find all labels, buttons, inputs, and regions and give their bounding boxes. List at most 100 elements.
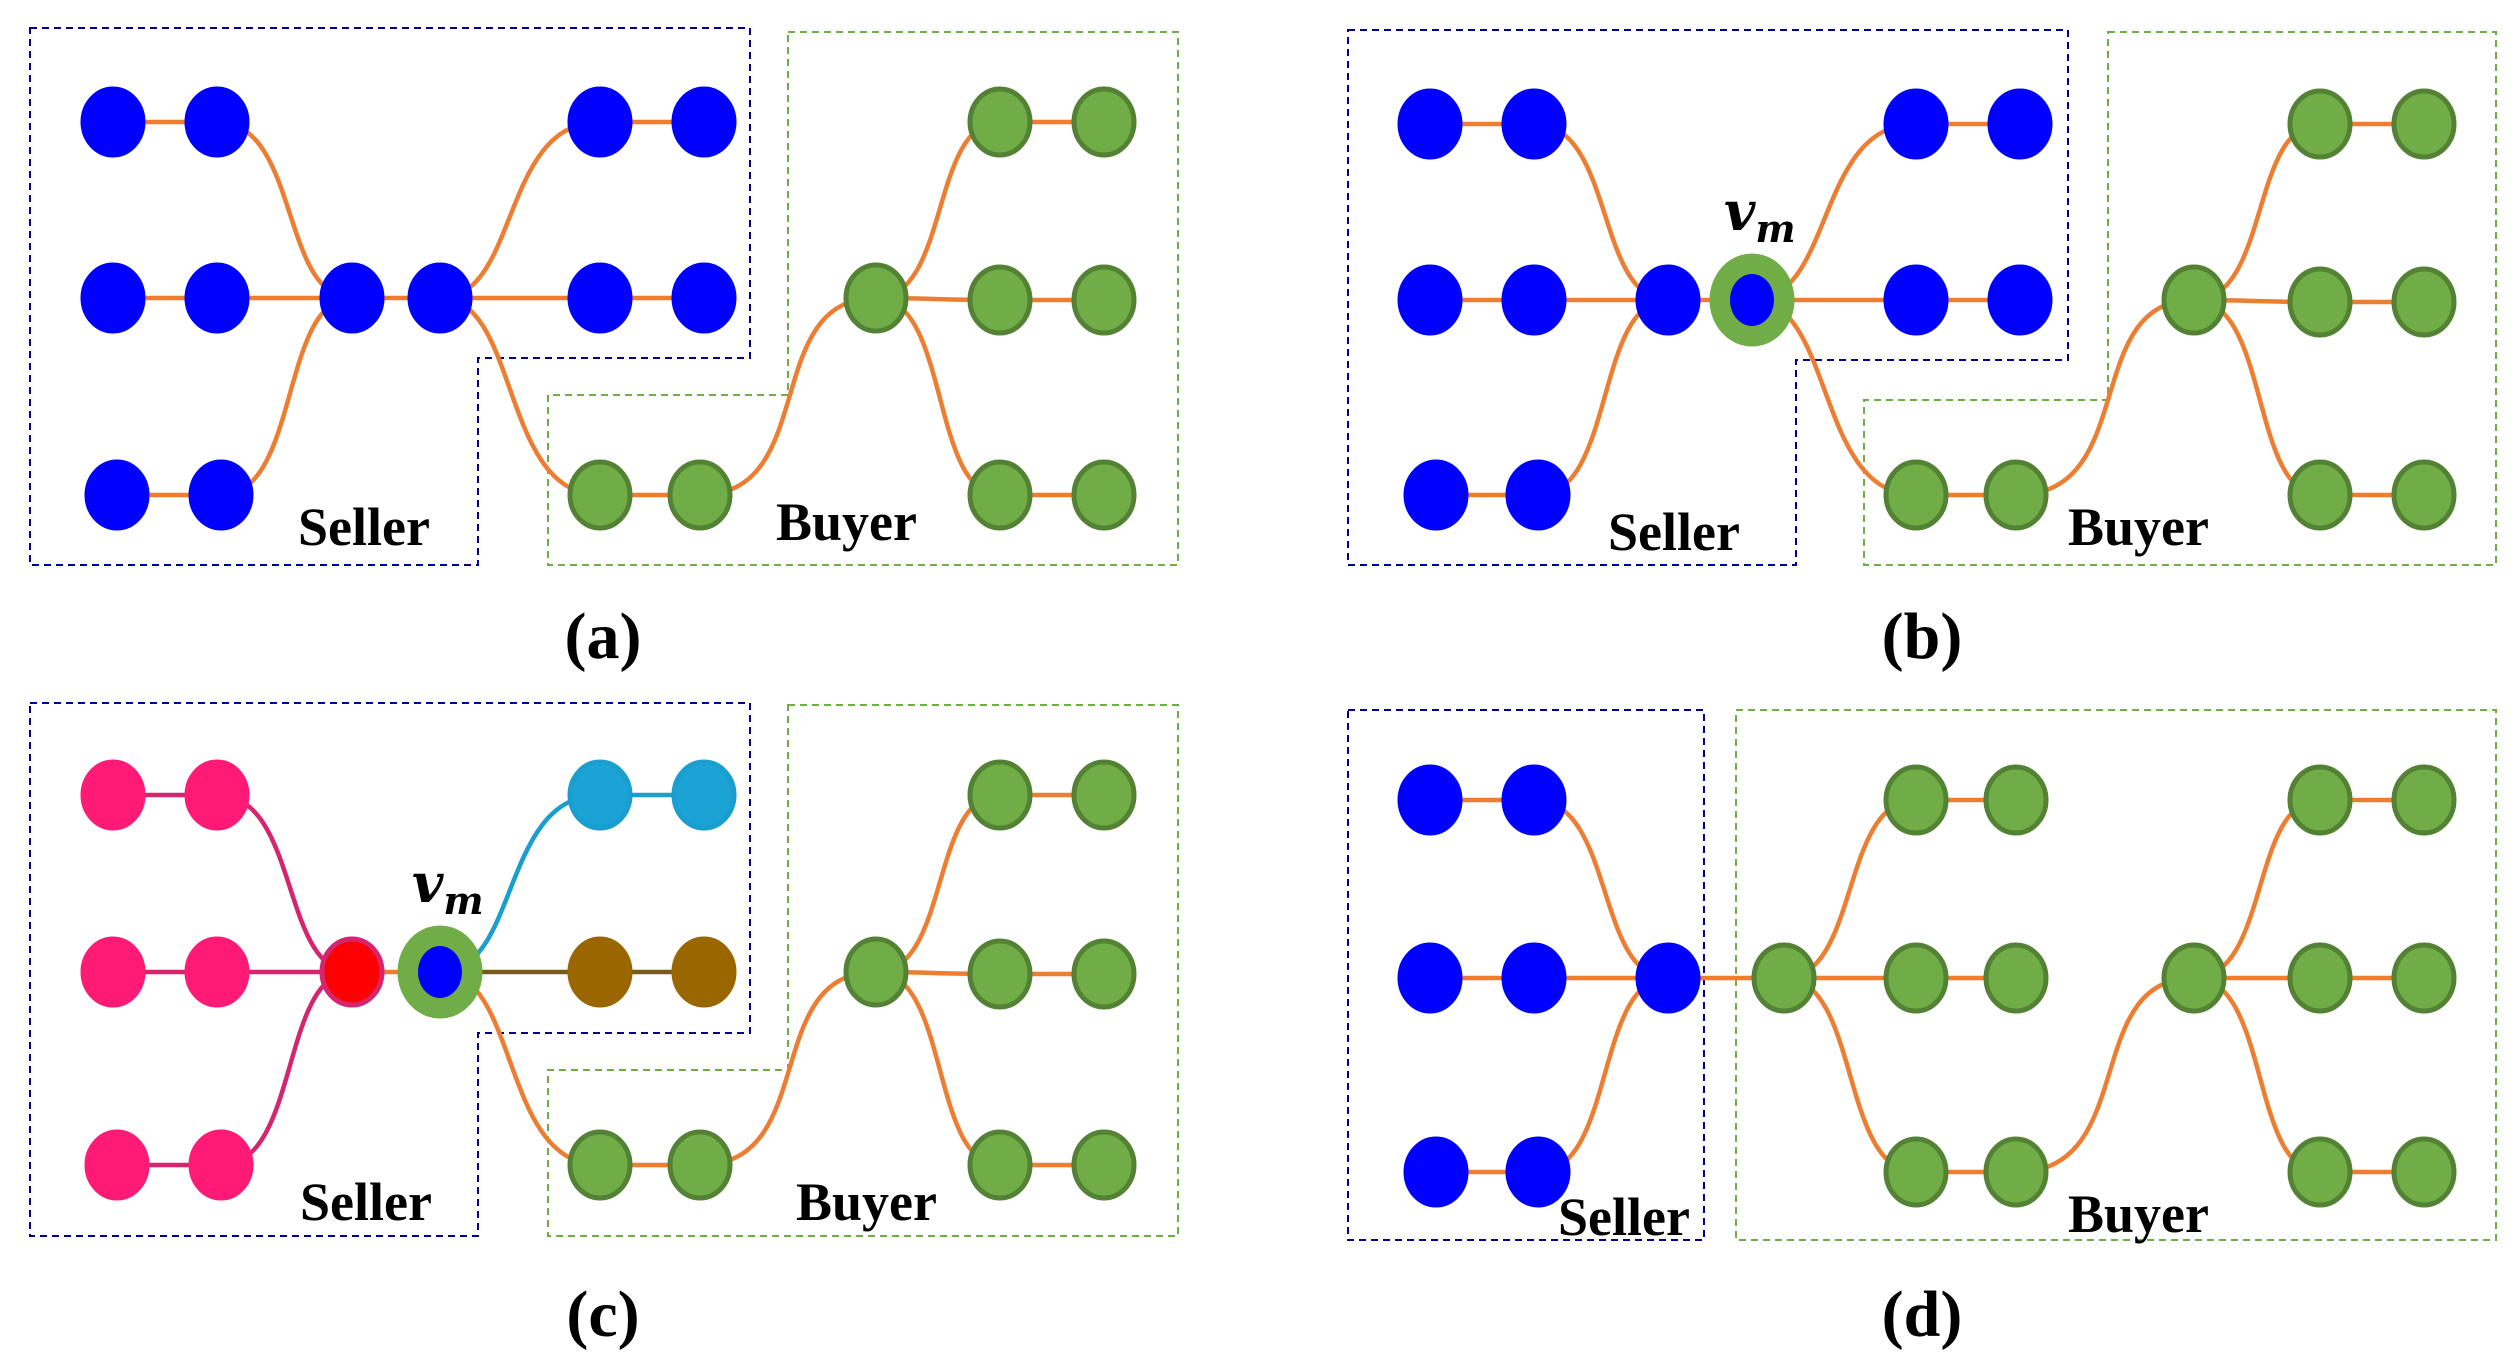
edge	[437, 119, 603, 301]
edge	[2191, 975, 2323, 1175]
vm-symbol: v	[412, 851, 444, 915]
buyer-node	[2287, 88, 2353, 160]
seller-node	[1403, 1136, 1469, 1208]
buyer-node	[2287, 764, 2353, 836]
buyer-label: Buyer	[776, 492, 917, 552]
seller-node	[1505, 459, 1571, 531]
panel-caption: (b)	[1882, 600, 1963, 673]
edge	[218, 969, 355, 1168]
buyer-node	[567, 1129, 633, 1201]
seller-node	[567, 86, 633, 158]
buyer-node	[1883, 1136, 1949, 1208]
buyer-node	[1071, 264, 1137, 336]
seller-node	[671, 262, 737, 334]
buyer-node	[2391, 942, 2457, 1014]
pink-node	[80, 759, 146, 831]
pink-node	[84, 1129, 150, 1201]
buyer-node	[1883, 942, 1949, 1014]
seller-node	[1397, 942, 1463, 1014]
buyer-node	[2161, 942, 2227, 1014]
nodes	[80, 759, 1137, 1201]
seller-node	[80, 262, 146, 334]
buyer-label: Buyer	[796, 1172, 937, 1232]
edge	[1535, 975, 1671, 1175]
buyer-node	[1751, 942, 1817, 1014]
edge	[218, 295, 355, 498]
buyer-node	[1071, 86, 1137, 158]
buyer-node	[1983, 1136, 2049, 1208]
panel-caption: (c)	[566, 1278, 639, 1351]
seller-node	[1883, 264, 1949, 336]
seller-node	[407, 262, 473, 334]
pink-node	[184, 936, 250, 1008]
cyan-node	[671, 759, 737, 831]
edge	[697, 969, 879, 1168]
buyer-node	[967, 86, 1033, 158]
seller-node	[184, 86, 250, 158]
red-node	[319, 936, 385, 1008]
seller-region-box	[1347, 709, 1705, 1241]
seller-label: Seller	[1558, 1187, 1690, 1247]
panel-a: Seller Buyer (a)	[29, 27, 1179, 673]
seller-node	[84, 459, 150, 531]
buyer-node	[843, 936, 909, 1008]
seller-label: Seller	[1608, 502, 1740, 562]
brown-node	[671, 936, 737, 1008]
nodes	[1397, 764, 2457, 1208]
buyer-node	[2287, 459, 2353, 531]
seller-node	[1501, 764, 1567, 836]
edge	[697, 295, 879, 498]
seller-node	[1501, 942, 1567, 1014]
seller-region-box	[1347, 29, 2069, 566]
seller-node	[1505, 1136, 1571, 1208]
buyer-node	[967, 759, 1033, 831]
seller-node	[1397, 264, 1463, 336]
buyer-node	[1983, 459, 2049, 531]
cyan-node	[567, 759, 633, 831]
seller-label: Seller	[300, 1172, 432, 1232]
seller-node	[1501, 88, 1567, 160]
buyer-node	[2391, 459, 2457, 531]
edge	[437, 295, 603, 498]
buyer-node	[843, 262, 909, 334]
buyer-node	[967, 938, 1033, 1010]
buyer-node	[2391, 88, 2457, 160]
seller-node	[1501, 264, 1567, 336]
vm-label: vm	[412, 851, 484, 923]
buyer-node	[1071, 759, 1137, 831]
buyer-region-box	[1735, 709, 2497, 1241]
seller-node	[1987, 88, 2053, 160]
buyer-label: Buyer	[2068, 1184, 2209, 1244]
buyer-node	[1071, 1129, 1137, 1201]
edge	[2013, 297, 2197, 498]
panel-b: vm Seller Buyer (b)	[1347, 29, 2497, 673]
seller-node	[184, 262, 250, 334]
seller-node	[319, 262, 385, 334]
vm-subscript: m	[1755, 206, 1795, 251]
buyer-node	[667, 459, 733, 531]
vm-label: vm	[1724, 179, 1796, 251]
seller-node	[1403, 459, 1469, 531]
buyer-node	[2391, 764, 2457, 836]
panel-d: Seller Buyer (d)	[1347, 709, 2497, 1351]
buyer-label: Buyer	[2068, 497, 2209, 557]
seller-node	[1883, 88, 1949, 160]
seller-node	[1397, 764, 1463, 836]
nodes	[80, 86, 1137, 531]
buyer-node	[967, 1129, 1033, 1201]
edge	[1535, 297, 1671, 498]
seller-node	[567, 262, 633, 334]
pink-node	[188, 1129, 254, 1201]
buyer-node	[567, 459, 633, 531]
seller-node	[1397, 88, 1463, 160]
buyer-node	[1983, 942, 2049, 1014]
seller-node	[188, 459, 254, 531]
seller-node	[80, 86, 146, 158]
seller-node	[1635, 942, 1701, 1014]
buyer-node	[2391, 1136, 2457, 1208]
pink-node	[184, 759, 250, 831]
vm-symbol: v	[1724, 179, 1756, 243]
panel-c: vm Seller Buyer (c)	[29, 702, 1179, 1351]
buyer-node	[1883, 459, 1949, 531]
